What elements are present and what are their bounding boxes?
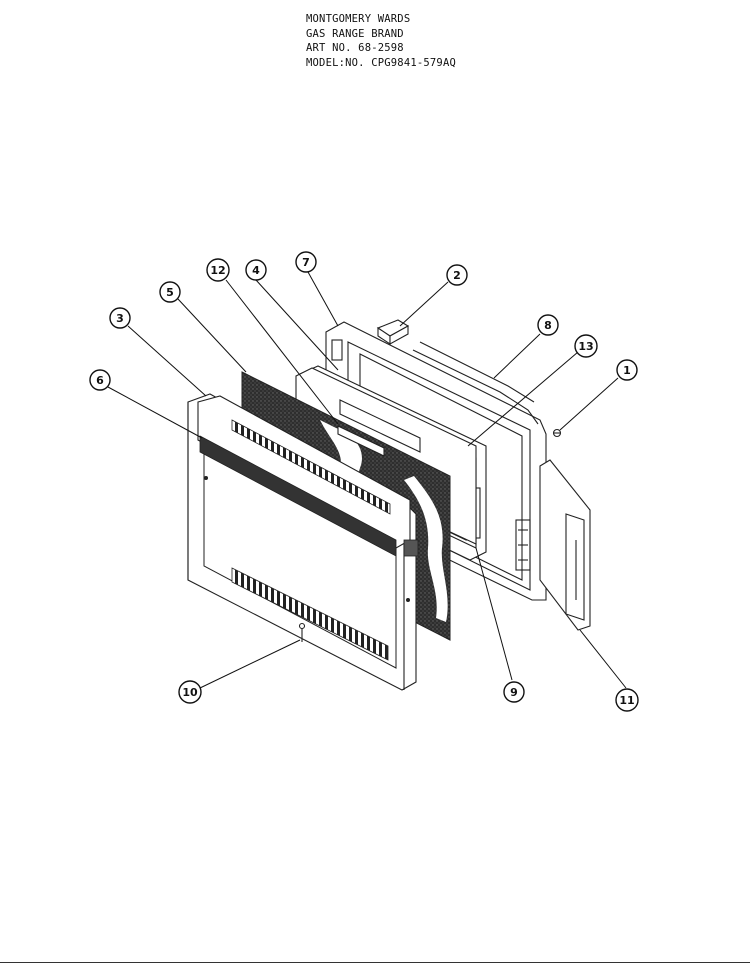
callout-8: 8 (537, 314, 559, 336)
callout-5-label: 5 (166, 286, 174, 299)
leader-13 (467, 351, 579, 447)
callout-11: 11 (615, 688, 639, 712)
callout-12: 12 (206, 258, 230, 282)
part-10-screw (298, 622, 306, 642)
callout-1: 1 (616, 359, 638, 381)
callout-12-label: 12 (210, 264, 225, 277)
footer-rule (0, 962, 750, 963)
callout-2: 2 (446, 264, 468, 286)
callout-4-label: 4 (252, 264, 260, 277)
leader-1 (559, 377, 619, 431)
title-block: MONTGOMERY WARDS GAS RANGE BRAND ART NO.… (306, 12, 456, 70)
callout-6: 6 (89, 369, 111, 391)
callout-8-label: 8 (544, 319, 552, 332)
leader-4 (255, 279, 339, 371)
leader-7 (307, 271, 339, 327)
title-line-model-no: MODEL:NO. CPG9841-579AQ (306, 56, 456, 69)
callout-10: 10 (178, 680, 202, 704)
part-2-bracket (376, 319, 410, 346)
leader-3 (127, 325, 207, 397)
leader-6 (107, 386, 203, 439)
callout-5: 5 (159, 281, 181, 303)
part-11-side-trim (539, 459, 591, 631)
callout-4: 4 (245, 259, 267, 281)
callout-3-label: 3 (116, 312, 124, 325)
callout-6-label: 6 (96, 374, 104, 387)
leader-2 (399, 281, 449, 327)
title-line-product: GAS RANGE BRAND (306, 27, 404, 40)
callout-9-label: 9 (510, 686, 518, 699)
callout-7-label: 7 (302, 256, 310, 269)
callout-7: 7 (295, 251, 317, 273)
leader-10 (199, 639, 301, 689)
callout-13: 13 (574, 334, 598, 358)
part-6-top-vent-trim (197, 395, 419, 557)
callout-9: 9 (503, 681, 525, 703)
leader-12 (225, 279, 339, 425)
part-12-glass-retainer (337, 425, 385, 457)
callout-11-label: 11 (619, 694, 634, 707)
callout-10-label: 10 (182, 686, 198, 699)
callout-13-label: 13 (578, 340, 593, 353)
leader-5 (177, 298, 247, 373)
title-line-brand: MONTGOMERY WARDS (306, 13, 411, 25)
leader-9 (475, 547, 513, 681)
leader-8 (493, 333, 541, 379)
callout-2-label: 2 (453, 269, 461, 282)
leader-11 (579, 629, 627, 689)
callout-3: 3 (109, 307, 131, 329)
part-1-screw (552, 428, 562, 438)
callout-1-label: 1 (623, 364, 631, 377)
title-line-art-no: ART NO. 68-2598 (306, 42, 404, 54)
